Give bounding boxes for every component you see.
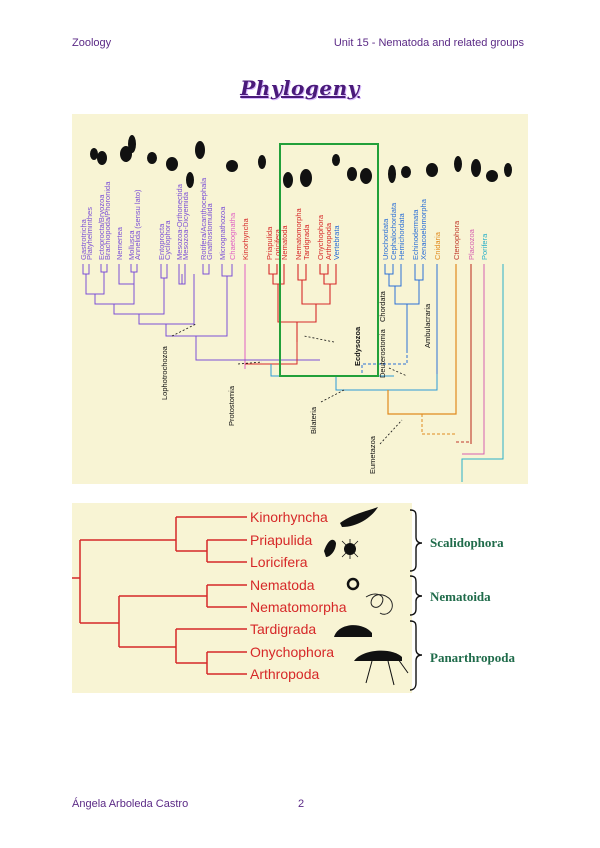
kinorhyncha-silhouette	[340, 507, 378, 527]
taxon-label: Cycliophora	[163, 220, 172, 260]
taxon-label: Platyhelminthes	[85, 207, 94, 260]
taxon-label: Tardigrada	[302, 224, 311, 260]
clade-pointer-lines	[172, 324, 407, 444]
tardigrada-silhouette	[334, 625, 372, 637]
taxon-label: Vertebrata	[332, 225, 341, 260]
taxon-label: Ctenophora	[452, 220, 461, 260]
clade-label-protostomia: Protostomia	[227, 385, 236, 426]
ecdysozoa-taxon-label: Arthropoda	[250, 666, 319, 682]
animal-silhouette-icon	[426, 163, 438, 177]
taxon-label: Micrognathozoa	[218, 206, 227, 260]
ecdysozoa-taxon-label: Loricifera	[250, 554, 308, 570]
taxon-label: Brachiopoda/Phoronida	[103, 181, 112, 260]
animal-silhouette-icon	[388, 165, 396, 183]
clade-label-eumetazoa: Eumetazoa	[368, 435, 377, 474]
arthropoda-legs	[366, 659, 408, 685]
page-title: Phylogeny	[0, 76, 600, 100]
group-label-panarthropoda: Panarthropoda	[430, 650, 515, 666]
ecdysozoa-silhouettes	[324, 507, 408, 685]
animal-silhouette-icon	[471, 159, 481, 177]
taxon-label: Placozoa	[467, 228, 476, 260]
animal-silhouette-icon	[186, 172, 194, 188]
nematomorpha-silhouette	[366, 594, 392, 614]
taxon-label: Kinorhyncha	[241, 217, 250, 260]
animal-silhouettes	[90, 135, 512, 188]
animal-silhouette-icon	[401, 166, 411, 178]
tree-branches	[83, 264, 503, 482]
priapulida-silhouette	[324, 540, 336, 557]
taxon-label: Mesozoa-Dicyemida	[181, 191, 190, 260]
taxon-label: Cnidaria	[433, 231, 442, 260]
animal-silhouette-icon	[226, 160, 238, 172]
animal-silhouette-icon	[166, 157, 178, 171]
page-number: 2	[298, 798, 304, 810]
onychophora-silhouette	[354, 651, 402, 661]
clade-label-lophotrochozoa: Lophotrochozoa	[160, 345, 169, 400]
clade-label-chordata: Chordata	[378, 290, 387, 322]
footer-author: Ángela Arboleda Castro	[72, 798, 188, 810]
animal-silhouette-icon	[147, 152, 157, 164]
ecdysozoa-taxon-label: Kinorhyncha	[250, 509, 328, 525]
animal-silhouette-icon	[90, 148, 98, 160]
taxon-label: Chaetognatha	[228, 212, 237, 260]
taxon-label: Annelida (sensu lato)	[133, 189, 142, 260]
taxon-label: Nemertea	[115, 226, 124, 260]
clade-label-deuterostomia: Deuterostomia	[378, 328, 387, 378]
animal-silhouette-icon	[128, 135, 136, 153]
animal-silhouette-icon	[258, 155, 266, 169]
animal-silhouette-icon	[454, 156, 462, 172]
clade-labels: Lophotrochozoa Protostomia Ecdysozoa Deu…	[160, 290, 432, 474]
ecdysozoa-branches	[72, 517, 247, 674]
animal-silhouette-icon	[283, 172, 293, 188]
ecdysozoa-taxon-labels: KinorhynchaPriapulidaLoriciferaNematodaN…	[250, 509, 347, 682]
group-label-scalidophora: Scalidophora	[430, 535, 504, 551]
clade-label-ambulacraria: Ambulacraria	[423, 303, 432, 348]
taxon-label: Porifera	[480, 233, 489, 260]
animal-silhouette-icon	[332, 154, 340, 166]
ecdysozoa-taxon-label: Nematoda	[250, 577, 315, 593]
animal-silhouette-icon	[347, 167, 357, 181]
taxon-label: Xenacoelomorpha	[419, 198, 428, 260]
ecdysozoa-taxon-label: Priapulida	[250, 532, 312, 548]
clade-label-ecdysozoa: Ecdysozoa	[353, 326, 362, 366]
animal-silhouette-icon	[504, 163, 512, 177]
ecdysozoa-taxon-label: Onychophora	[250, 644, 334, 660]
animal-silhouette-icon	[97, 151, 107, 165]
group-label-nematoida: Nematoida	[430, 589, 491, 605]
taxon-label: Nematoda	[280, 225, 289, 260]
taxon-label: Gnathostomulida	[205, 202, 214, 260]
animal-silhouette-icon	[486, 170, 498, 182]
animal-silhouette-icon	[195, 141, 205, 159]
animal-silhouette-icon	[300, 169, 312, 187]
group-braces	[408, 503, 428, 693]
nematoda-silhouette	[348, 579, 358, 589]
header-subject: Zoology	[72, 37, 111, 49]
ecdysozoa-tree-svg: KinorhynchaPriapulidaLoriciferaNematodaN…	[72, 503, 412, 693]
taxon-label: Hemichordata	[397, 212, 406, 260]
animal-silhouette-icon	[360, 168, 372, 184]
ecdysozoa-taxon-label: Tardigrada	[250, 621, 316, 637]
header-unit: Unit 15 - Nematoda and related groups	[334, 37, 524, 49]
ecdysozoa-group-labels: Scalidophora Nematoida Panarthropoda	[430, 503, 560, 693]
clade-label-bilateria: Bilateria	[309, 406, 318, 434]
ecdysozoa-taxon-label: Nematomorpha	[250, 599, 347, 615]
